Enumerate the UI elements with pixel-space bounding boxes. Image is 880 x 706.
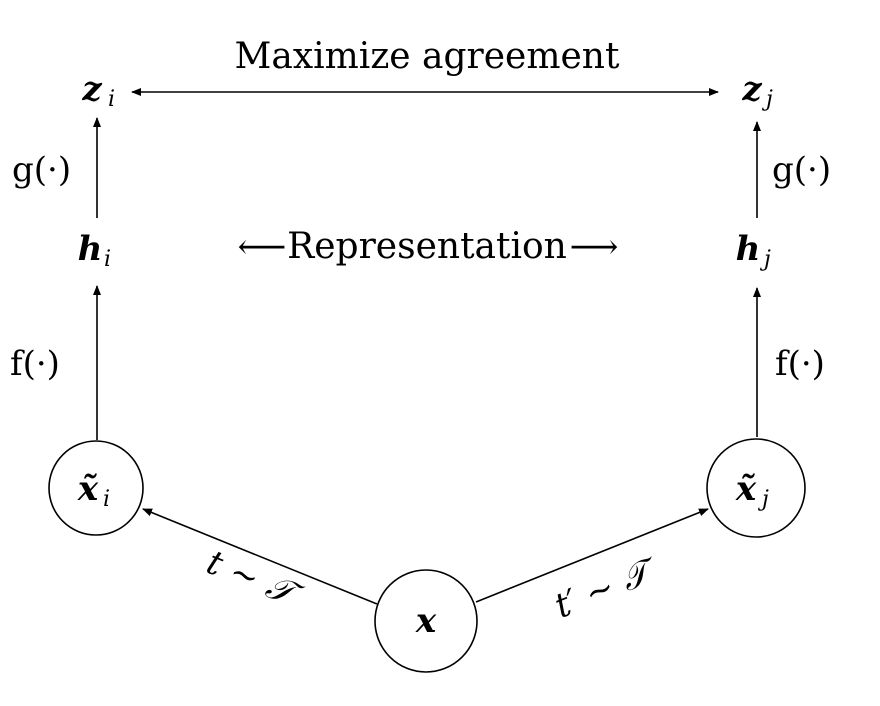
augmentation-label-right: t′ ∼ 𝒯 bbox=[549, 549, 664, 626]
maximize-agreement-label: Maximize agreement bbox=[235, 36, 620, 77]
representation-right-arrow: ⟶ bbox=[570, 227, 619, 267]
svg-text:x̃: x̃ bbox=[735, 469, 757, 509]
node-x-tilde-j: x̃ j bbox=[706, 438, 806, 538]
svg-text:j: j bbox=[761, 87, 773, 112]
svg-text:j: j bbox=[757, 487, 769, 512]
node-x-tilde-i: x̃ i bbox=[48, 440, 144, 536]
g-function-left: g(·) bbox=[12, 150, 71, 190]
augmentation-arrow-right bbox=[475, 508, 709, 603]
f-function-left: f(·) bbox=[10, 344, 60, 384]
svg-text:z: z bbox=[81, 69, 102, 109]
f-function-right: f(·) bbox=[775, 344, 825, 384]
svg-text:x: x bbox=[415, 601, 437, 641]
svg-text:h: h bbox=[78, 229, 103, 269]
node-h-i: h i bbox=[78, 229, 111, 272]
representation-label: Representation bbox=[287, 226, 567, 267]
node-z-i: z i bbox=[81, 69, 115, 112]
augmentation-arrow-left bbox=[142, 508, 378, 605]
svg-text:j: j bbox=[759, 247, 771, 272]
representation-left-arrow: ⟵ bbox=[238, 227, 287, 267]
svg-text:h: h bbox=[736, 229, 761, 269]
node-z-j: z j bbox=[741, 69, 773, 112]
node-x: x bbox=[374, 569, 478, 673]
g-function-right: g(·) bbox=[772, 150, 831, 190]
svg-text:z: z bbox=[741, 69, 762, 109]
svg-text:i: i bbox=[103, 487, 110, 512]
svg-text:i: i bbox=[108, 87, 115, 112]
node-h-j: h j bbox=[736, 229, 771, 272]
svg-text:i: i bbox=[104, 247, 111, 272]
svg-text:x̃: x̃ bbox=[77, 469, 99, 509]
